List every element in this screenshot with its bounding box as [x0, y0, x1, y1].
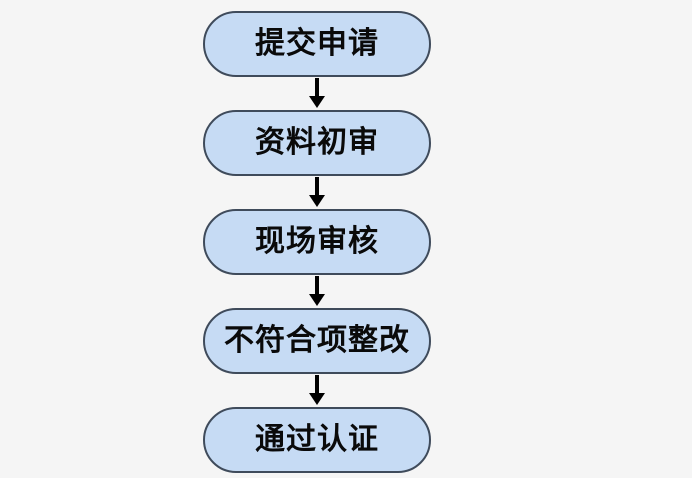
down-arrow-icon — [307, 177, 327, 209]
flow-step-label: 提交申请 — [255, 26, 379, 61]
down-arrow-icon — [307, 78, 327, 110]
flow-step-document-review: 资料初审 — [203, 110, 431, 176]
flow-step-onsite-audit: 现场审核 — [203, 209, 431, 275]
down-arrow-icon — [307, 375, 327, 407]
flow-step-nonconformity-rectification: 不符合项整改 — [203, 308, 431, 374]
flow-step-label: 现场审核 — [255, 224, 379, 259]
flow-step-certification-passed: 通过认证 — [203, 407, 431, 473]
flow-step-label: 不符合项整改 — [224, 323, 410, 358]
down-arrow-icon — [307, 276, 327, 308]
flow-step-label: 通过认证 — [255, 422, 379, 457]
flow-step-label: 资料初审 — [255, 125, 379, 160]
flow-step-submit-application: 提交申请 — [203, 11, 431, 77]
